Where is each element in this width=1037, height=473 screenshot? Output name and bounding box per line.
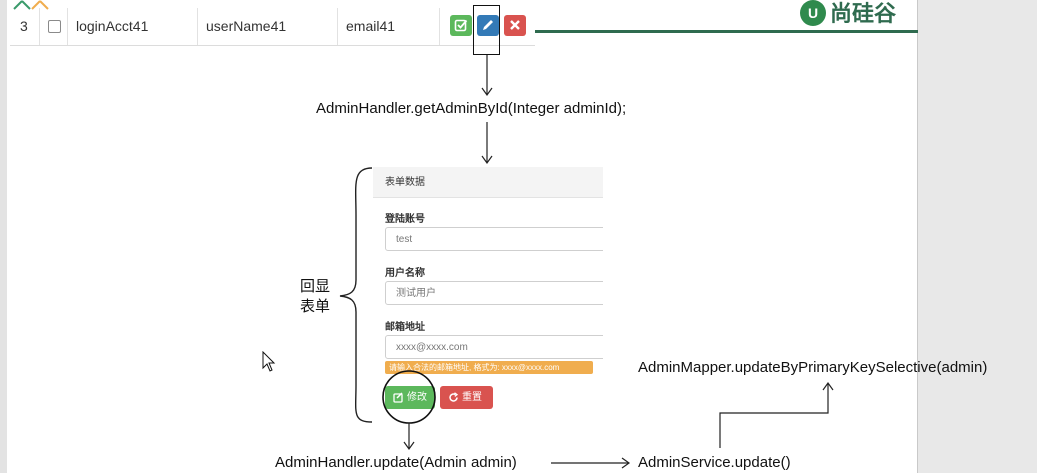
mapper-update-call: AdminMapper.updateByPrimaryKeySelective(… <box>638 359 988 376</box>
right-frame-edge <box>918 0 1037 473</box>
edit-square-icon <box>393 392 403 403</box>
user-name-label: 用户名称 <box>385 268 425 279</box>
slide-border <box>917 0 918 473</box>
arrowhead-service-to-mapper <box>822 381 834 391</box>
echo-label-line2: 表单 <box>300 298 331 315</box>
arrowhead-handler-to-service <box>621 457 631 469</box>
arrowhead-save-to-handler <box>403 441 415 451</box>
refresh-icon <box>449 392 459 402</box>
row-login-acct: loginAcct41 <box>68 8 198 45</box>
arrowhead-get-to-form <box>481 155 493 165</box>
login-acct-input[interactable]: test <box>385 227 603 251</box>
email-label: 邮箱地址 <box>385 322 425 333</box>
row-checkbox-cell <box>40 8 68 45</box>
service-update-call: AdminService.update() <box>638 454 791 471</box>
email-input[interactable]: xxxx@xxxx.com <box>385 335 603 359</box>
mouse-cursor-icon <box>262 351 276 372</box>
edit-button[interactable] <box>477 15 499 36</box>
times-icon <box>510 20 520 30</box>
edit-button-highlight <box>473 5 500 55</box>
arrowhead-edit-to-get <box>481 87 493 97</box>
save-button-label: 修改 <box>407 392 427 403</box>
reset-button[interactable]: 重置 <box>440 386 493 409</box>
echo-label-line1: 回显 <box>300 278 331 295</box>
pencil-icon <box>483 20 493 30</box>
left-frame-edge <box>0 0 7 473</box>
row-index: 3 <box>10 8 40 45</box>
arrow-service-to-mapper <box>719 384 829 448</box>
row-email: email41 <box>338 8 440 45</box>
user-name-input[interactable]: 测试用户 <box>385 281 603 305</box>
assign-role-button[interactable] <box>450 15 472 36</box>
reset-button-label: 重置 <box>462 392 482 403</box>
brand-badge-icon: U <box>800 0 826 26</box>
login-acct-label: 登陆账号 <box>385 214 425 225</box>
echo-brace <box>339 167 373 423</box>
brand-name: 尚硅谷 <box>830 1 897 26</box>
check-square-icon <box>454 19 468 32</box>
corner-logo-icon <box>13 0 49 10</box>
edit-form-panel: 表单数据 登陆账号 test 用户名称 测试用户 邮箱地址 xxxx@xxxx.… <box>373 167 603 422</box>
get-admin-call: AdminHandler.getAdminById(Integer adminI… <box>316 100 627 117</box>
handler-update-call: AdminHandler.update(Admin admin) <box>275 454 517 471</box>
email-hint: 请输入合法的邮箱地址, 格式为: xxxx@xxxx.com <box>385 361 593 374</box>
row-user-name: userName41 <box>198 8 338 45</box>
save-button[interactable]: 修改 <box>385 386 435 409</box>
header-rule <box>535 30 918 33</box>
panel-title: 表单数据 <box>373 167 603 198</box>
delete-button[interactable] <box>504 15 526 36</box>
save-button-circle <box>382 370 436 424</box>
row-checkbox[interactable] <box>48 20 61 33</box>
table-row: 3 loginAcct41 userName41 email41 <box>10 8 535 46</box>
